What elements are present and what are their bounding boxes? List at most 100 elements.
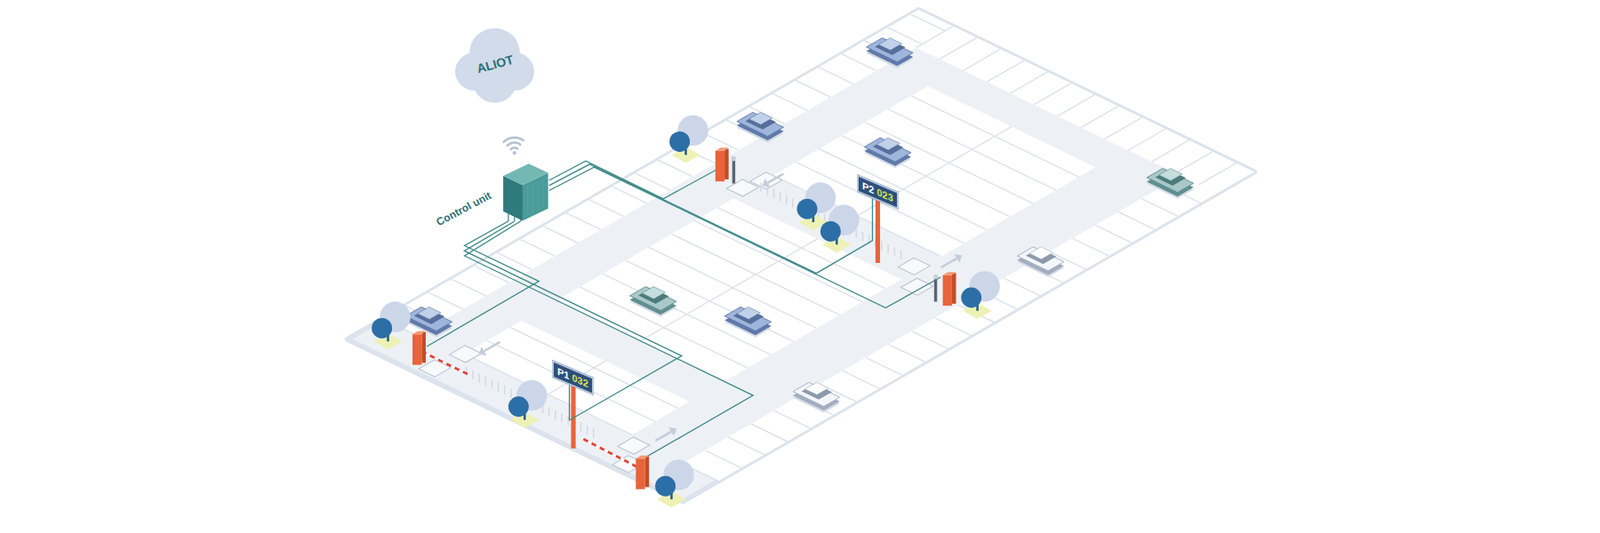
parking-island (556, 198, 902, 382)
stall-line (1152, 140, 1190, 162)
unit-label: Control unit (434, 190, 494, 230)
parking-lot (347, 9, 1256, 503)
post-front (943, 275, 952, 306)
barrier-post (635, 456, 649, 490)
tree-crown-front (655, 476, 676, 497)
cloud-service: ALIOT (449, 21, 540, 109)
barrier-arm-stripes (581, 438, 637, 467)
fence-post (586, 425, 589, 435)
cable-stub (513, 216, 515, 221)
fence-post (560, 413, 563, 423)
cable-stub (507, 213, 509, 222)
tree-crown-front (797, 199, 818, 220)
barrier-arm (581, 438, 637, 467)
post-top (635, 456, 649, 459)
stall-line (1072, 238, 1109, 256)
stall-line (888, 344, 926, 363)
cabinet-vent (527, 184, 528, 215)
car-body (405, 307, 453, 332)
stall-line (487, 340, 656, 422)
tree (960, 271, 1000, 320)
post-side (952, 272, 957, 304)
tree-crown-front (508, 396, 529, 417)
fence-post (472, 370, 474, 380)
car (864, 137, 912, 168)
fence-post (548, 407, 551, 416)
fence-post (767, 185, 769, 195)
stall-line (751, 424, 788, 442)
bollard-cap (732, 157, 736, 162)
stall-line (640, 239, 818, 342)
stall-line (1104, 117, 1143, 139)
cabinet-vent (532, 183, 534, 213)
signal-cable (464, 221, 682, 421)
stall-line (728, 437, 765, 456)
stall-line (934, 318, 971, 336)
stall-line (704, 450, 742, 469)
fence-post (900, 250, 903, 260)
wifi-dot (512, 151, 517, 155)
lane-arrow-head (762, 178, 771, 188)
sensor-loop (448, 345, 481, 363)
sensor-loop (897, 257, 930, 275)
tree (820, 205, 860, 254)
car-body (736, 112, 784, 136)
lane-arrow-shaft (655, 432, 672, 441)
fence-post (894, 247, 896, 256)
car (724, 307, 772, 338)
stall-line (451, 279, 487, 296)
fence-post (779, 192, 782, 201)
stall-line (774, 410, 811, 429)
post-side (645, 456, 650, 488)
zone-name: P2 (862, 179, 874, 196)
signal-cable (549, 164, 873, 274)
sensor-loop (901, 278, 934, 296)
car (792, 382, 840, 413)
post-front (635, 458, 645, 489)
stall-line (428, 292, 464, 310)
car-body (1016, 247, 1064, 272)
barrier-arm-stripes (421, 352, 468, 375)
cable (549, 160, 718, 199)
lane-arrow-head (668, 427, 677, 437)
lane-arrow-head (479, 346, 488, 356)
stall-line (865, 358, 903, 376)
control-cabinet (502, 162, 550, 223)
fence-post (760, 183, 762, 192)
stall-line (1010, 72, 1048, 94)
barrier-post (943, 272, 957, 306)
post-top (715, 147, 729, 151)
stall-line (1176, 152, 1214, 174)
fence-post (504, 385, 506, 395)
fence-post (785, 195, 788, 205)
post-top (943, 272, 957, 275)
cabinet-vent (542, 177, 544, 208)
stall-line (772, 94, 808, 112)
stall-line (520, 240, 555, 257)
post-front (412, 334, 422, 365)
car (405, 307, 453, 338)
stall-line (1141, 199, 1178, 217)
stall-line (963, 48, 1001, 71)
car (736, 112, 784, 143)
tree (371, 302, 411, 351)
stall-line (704, 133, 739, 151)
stall-line (1128, 128, 1166, 151)
zone-name: P1 (557, 365, 569, 382)
car-body (1146, 168, 1194, 193)
stall-line (939, 37, 977, 59)
fence-post (592, 428, 595, 438)
stall-line (1199, 163, 1237, 185)
stall-line (1095, 224, 1132, 243)
lane-arrow-head (954, 254, 963, 264)
stall-line (589, 200, 624, 217)
free-spaces-count: 032 (571, 371, 588, 390)
car (866, 38, 914, 69)
tree (508, 380, 548, 429)
bollard (934, 275, 937, 303)
tree-crown-front (371, 318, 392, 339)
parking-island (773, 86, 1096, 257)
fence-post (554, 410, 557, 420)
